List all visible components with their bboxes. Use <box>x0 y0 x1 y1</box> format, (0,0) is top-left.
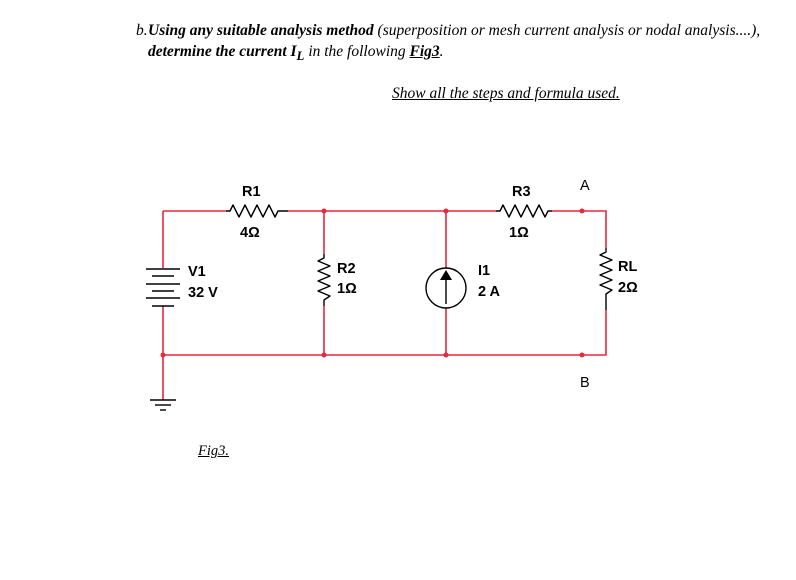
resistor-r2 <box>317 254 331 306</box>
question-method: Using any suitable analysis method <box>148 22 374 39</box>
question-following: in the following <box>304 43 410 60</box>
circuit-components <box>146 204 613 411</box>
question-end: . <box>439 43 444 60</box>
r3-name: R3 <box>512 184 531 200</box>
component-labels: R1 4Ω R3 1Ω R2 1Ω RL 2Ω V1 32 V I1 2 A A… <box>188 178 638 391</box>
question-label: b. <box>136 22 148 39</box>
ground-icon <box>150 399 176 411</box>
r1-name: R1 <box>242 184 261 200</box>
wire-top-right <box>552 210 607 248</box>
current-source-i1 <box>425 267 467 309</box>
resistor-r1 <box>226 204 288 218</box>
question-subscript: L <box>296 48 305 64</box>
resistor-rl <box>599 248 613 310</box>
current-arrow-icon <box>440 270 452 280</box>
r2-name: R2 <box>337 261 356 277</box>
rl-value: 2Ω <box>618 280 638 296</box>
battery-v1 <box>146 268 180 307</box>
node-label-a: A <box>580 178 590 194</box>
r1-value: 4Ω <box>240 225 260 241</box>
question-fig-ref: Fig3 <box>409 43 440 60</box>
node-label-b: B <box>580 375 590 391</box>
node-dot-b <box>579 352 585 358</box>
junction-dot <box>160 352 166 358</box>
resistor-r3 <box>496 204 552 218</box>
i1-value: 2 A <box>478 284 501 300</box>
question-methods-list: (superposition or mesh current analysis … <box>373 22 761 39</box>
v1-value: 32 V <box>188 285 218 301</box>
junction-dot <box>321 352 327 358</box>
junction-dot <box>443 208 449 214</box>
instruction-text: Show all the steps and formula used. <box>392 85 620 102</box>
circuit-wires <box>162 210 607 400</box>
junction-dots <box>160 208 585 358</box>
junction-dot <box>443 352 449 358</box>
question-task: determine the current I <box>148 43 297 60</box>
r3-value: 1Ω <box>509 225 529 241</box>
node-dot-a <box>579 208 585 214</box>
r2-value: 1Ω <box>337 281 357 297</box>
figure-label: Fig3. <box>198 443 230 459</box>
junction-dot <box>321 208 327 214</box>
question-text: b. Using any suitable analysis method (s… <box>136 20 788 66</box>
rl-name: RL <box>618 259 637 275</box>
i1-name: I1 <box>478 263 490 279</box>
wire-bottom <box>163 310 607 356</box>
v1-name: V1 <box>188 264 206 280</box>
